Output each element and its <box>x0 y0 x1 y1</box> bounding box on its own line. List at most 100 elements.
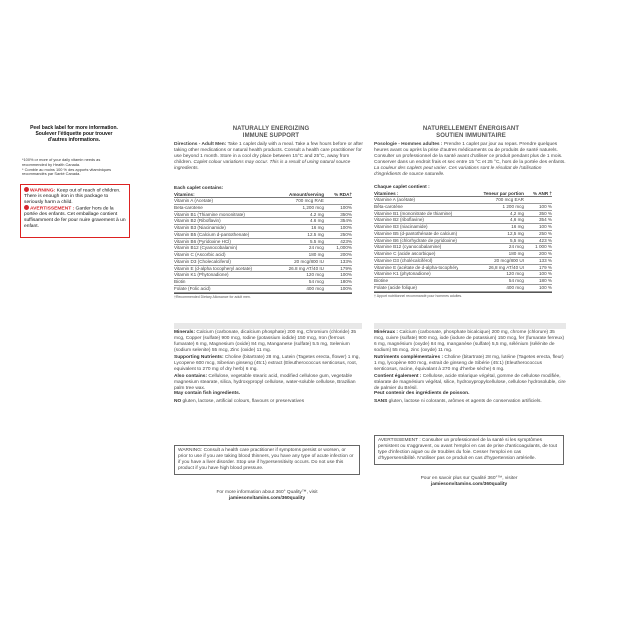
fr-also-contains: Contient également : Cellulose, acide st… <box>374 374 566 398</box>
en-minerals: Minerals: Calcium (carbonate, dicalcium … <box>174 330 362 354</box>
nutrient-percent: 100 % <box>538 271 552 277</box>
nutrient-name: Vitamine E (acétate de d-alpha-tocophéry… <box>374 264 458 270</box>
nutrient-row: Vitamine B3 (niacinamide) 16 mg 100 % <box>374 224 552 231</box>
en-panel-footnote: †Recommended Dietary Allowance for adult… <box>174 294 251 299</box>
nutrient-name: Vitamin B6 (Pyridoxine HCl) <box>174 238 231 244</box>
en-divider-bar <box>174 323 362 329</box>
warning-en-text: Keep out of reach of children. There is … <box>24 188 121 205</box>
nutrient-name: Vitamine B2 (riboflavine) <box>374 217 424 223</box>
nutrient-row: Vitamine D3 (cholécalciférol)20 mcg/800 … <box>374 258 552 265</box>
nutrient-name: Vitamine A (acétate) <box>374 197 416 202</box>
nutrient-name: Vitamin B2 (Riboflavin) <box>174 218 221 224</box>
en-panel-columns: Vitamins: Amount/serving % RDA† <box>174 192 352 198</box>
fr-heading: NATURELLEMENT ÉNERGISANT SOUTIEN IMMUNIT… <box>376 126 566 140</box>
nutrient-name: Biotin <box>174 279 186 284</box>
nutrient-percent: 100% <box>340 272 352 278</box>
en-also-text: Cellulose, vegetable stearic acid, modif… <box>174 373 356 391</box>
nutrient-name: Vitamine B6 (chlorhydrate de pyridoxine) <box>374 237 457 243</box>
fr-more-info-text: Pour en savoir plus sur Qualité 360°™, v… <box>420 476 518 481</box>
nutrient-row: Vitamine B5 (d-pantothénate de calcium)1… <box>374 231 552 238</box>
nutrient-percent: 1,000% <box>336 245 352 251</box>
fr-fish-note: Peut contenir des ingrédients de poisson… <box>374 391 470 397</box>
nutrient-amount: 700 mcg EAR <box>495 197 524 202</box>
fr-free-from: SANS gluten, lactose ni colorants, arôme… <box>374 399 566 405</box>
fr-supporting: Nutriments complémentaires : Choline (bi… <box>374 355 566 373</box>
nutrient-name: Vitamin E (d-alpha tocopheryl acetate) <box>174 265 253 271</box>
en-heading-line: IMMUNE SUPPORT <box>242 132 300 139</box>
nutrient-percent: 200 % <box>538 251 552 256</box>
nutrient-name: Vitamine C (acide ascorbique) <box>374 251 436 256</box>
en-minerals-text: Calcium (carbonate, dicalcium phosphate)… <box>174 330 357 353</box>
nutrient-amount: 4.2 mg <box>309 211 324 217</box>
en-also-label: Also contains: <box>174 373 208 379</box>
en-heading: NATURALLY ENERGIZING IMMUNE SUPPORT <box>176 126 366 140</box>
en-ingredients: Minerals: Calcium (carbonate, dicalcium … <box>174 330 362 406</box>
child-warning-box: WARNING: Keep out of reach of children. … <box>20 184 130 238</box>
nutrient-percent: 179% <box>340 265 352 271</box>
nutrient-amount: 400 mcg <box>506 284 524 290</box>
nutrient-percent: 200% <box>340 252 352 257</box>
nutrient-row: Vitamin D3 (Cholecalciferol)20 mcg/800 I… <box>174 259 352 266</box>
nutrient-row: Vitamine B6 (chlorhydrate de pyridoxine)… <box>374 238 552 245</box>
fr-minerals-label: Minéraux : <box>374 330 398 335</box>
nutrient-amount: 180 mg <box>508 251 524 256</box>
nutrient-row: Vitamine E (acétate de d-alpha-tocophéry… <box>374 265 552 272</box>
en-col-rda: % RDA† <box>334 191 352 197</box>
nutrient-percent: 180 % <box>538 278 552 283</box>
nutrient-amount: 54 mcg <box>308 279 324 284</box>
rda-notes: *100% or more of your daily vitamin need… <box>22 157 130 177</box>
warning-bullet-icon <box>24 205 29 211</box>
warning-fr-text: Garder hors de la portée des enfants. Ce… <box>24 206 126 229</box>
en-no-text: gluten, lactose, artificial colours, fla… <box>181 398 305 404</box>
rda-note-line: recommandés par Santé Canada. <box>22 171 81 177</box>
fr-heading-line: SOUTIEN IMMUNITAIRE <box>436 132 506 139</box>
nutrient-name: Folate (Folic acid) <box>174 285 211 291</box>
en-supporting: Supporting Nutrients: Choline (bitartrat… <box>174 355 362 373</box>
nutrient-percent: 133 % <box>538 257 552 263</box>
en-directions: Directions - Adult Men: Take 1 caplet da… <box>174 142 364 172</box>
fr-website-link[interactable]: jamiesonvitamins.com/360quality <box>430 482 508 487</box>
fr-divider-bar <box>374 323 566 329</box>
nutrient-name: Folate (acide folique) <box>374 284 417 290</box>
en-website-link[interactable]: jamiesonvitamins.com/360quality <box>228 496 306 501</box>
nutrient-percent: 100 % <box>538 224 552 229</box>
en-more-info-text: For more information about 360° Quality™… <box>216 490 318 495</box>
nutrient-percent: 1 000 % <box>535 244 552 250</box>
en-col-amount: Amount/serving <box>289 191 324 197</box>
nutrient-name: Vitamin B3 (Niacinamide) <box>174 225 226 230</box>
rda-note-line: recommended by Health Canada. <box>22 161 81 167</box>
nutrient-name: Vitamine B3 (niacinamide) <box>374 224 428 229</box>
fr-directions-text: Prendre 1 caplet par jour au repas. Pren… <box>374 142 566 165</box>
nutrient-amount: 16 mg <box>511 224 524 229</box>
fr-more-info: Pour en savoir plus sur Qualité 360°™, v… <box>374 476 564 488</box>
nutrient-amount: 26,8 mg AT/40 UI <box>488 264 524 270</box>
nutrient-percent <box>524 197 552 203</box>
peel-line: d'autres informations. <box>47 137 101 143</box>
nutrient-percent: 100% <box>340 204 352 210</box>
en-supplement-facts: Each caplet contains: Vitamins: Amount/s… <box>174 186 352 299</box>
fr-no-label: SANS <box>374 398 388 404</box>
nutrient-name: Vitamin K1 (Phytonadione) <box>174 272 229 278</box>
nutrient-amount: 16 mg <box>311 225 324 230</box>
fr-col-vitamins: Vitamines : <box>374 190 399 196</box>
en-fish-note: May contain fish ingredients. <box>174 391 241 397</box>
warning-bullet-icon <box>24 187 29 192</box>
en-panel-head: Each caplet contains: <box>174 186 224 191</box>
fr-supporting-label: Nutriments complémentaires : <box>374 354 444 360</box>
fr-warning-box: AVERTISSEMENT : Consulter un professionn… <box>374 435 564 465</box>
nutrient-name: Vitamin C (Ascorbic acid) <box>174 252 226 257</box>
warning-en: WARNING: Keep out of reach of children. … <box>24 187 126 205</box>
nutrient-name: Vitamine B1 (mononitrate de thiamine) <box>374 210 453 216</box>
fr-heading-line: NATURELLEMENT ÉNERGISANT <box>422 126 520 132</box>
peel-back-notice: Peel back label for more information. So… <box>22 125 126 143</box>
en-directions-label: Directions - Adult Men: <box>174 142 227 147</box>
nutrient-name: Beta-carotene <box>174 204 203 210</box>
nutrient-amount: 20 mcg/800 UI <box>494 257 524 263</box>
